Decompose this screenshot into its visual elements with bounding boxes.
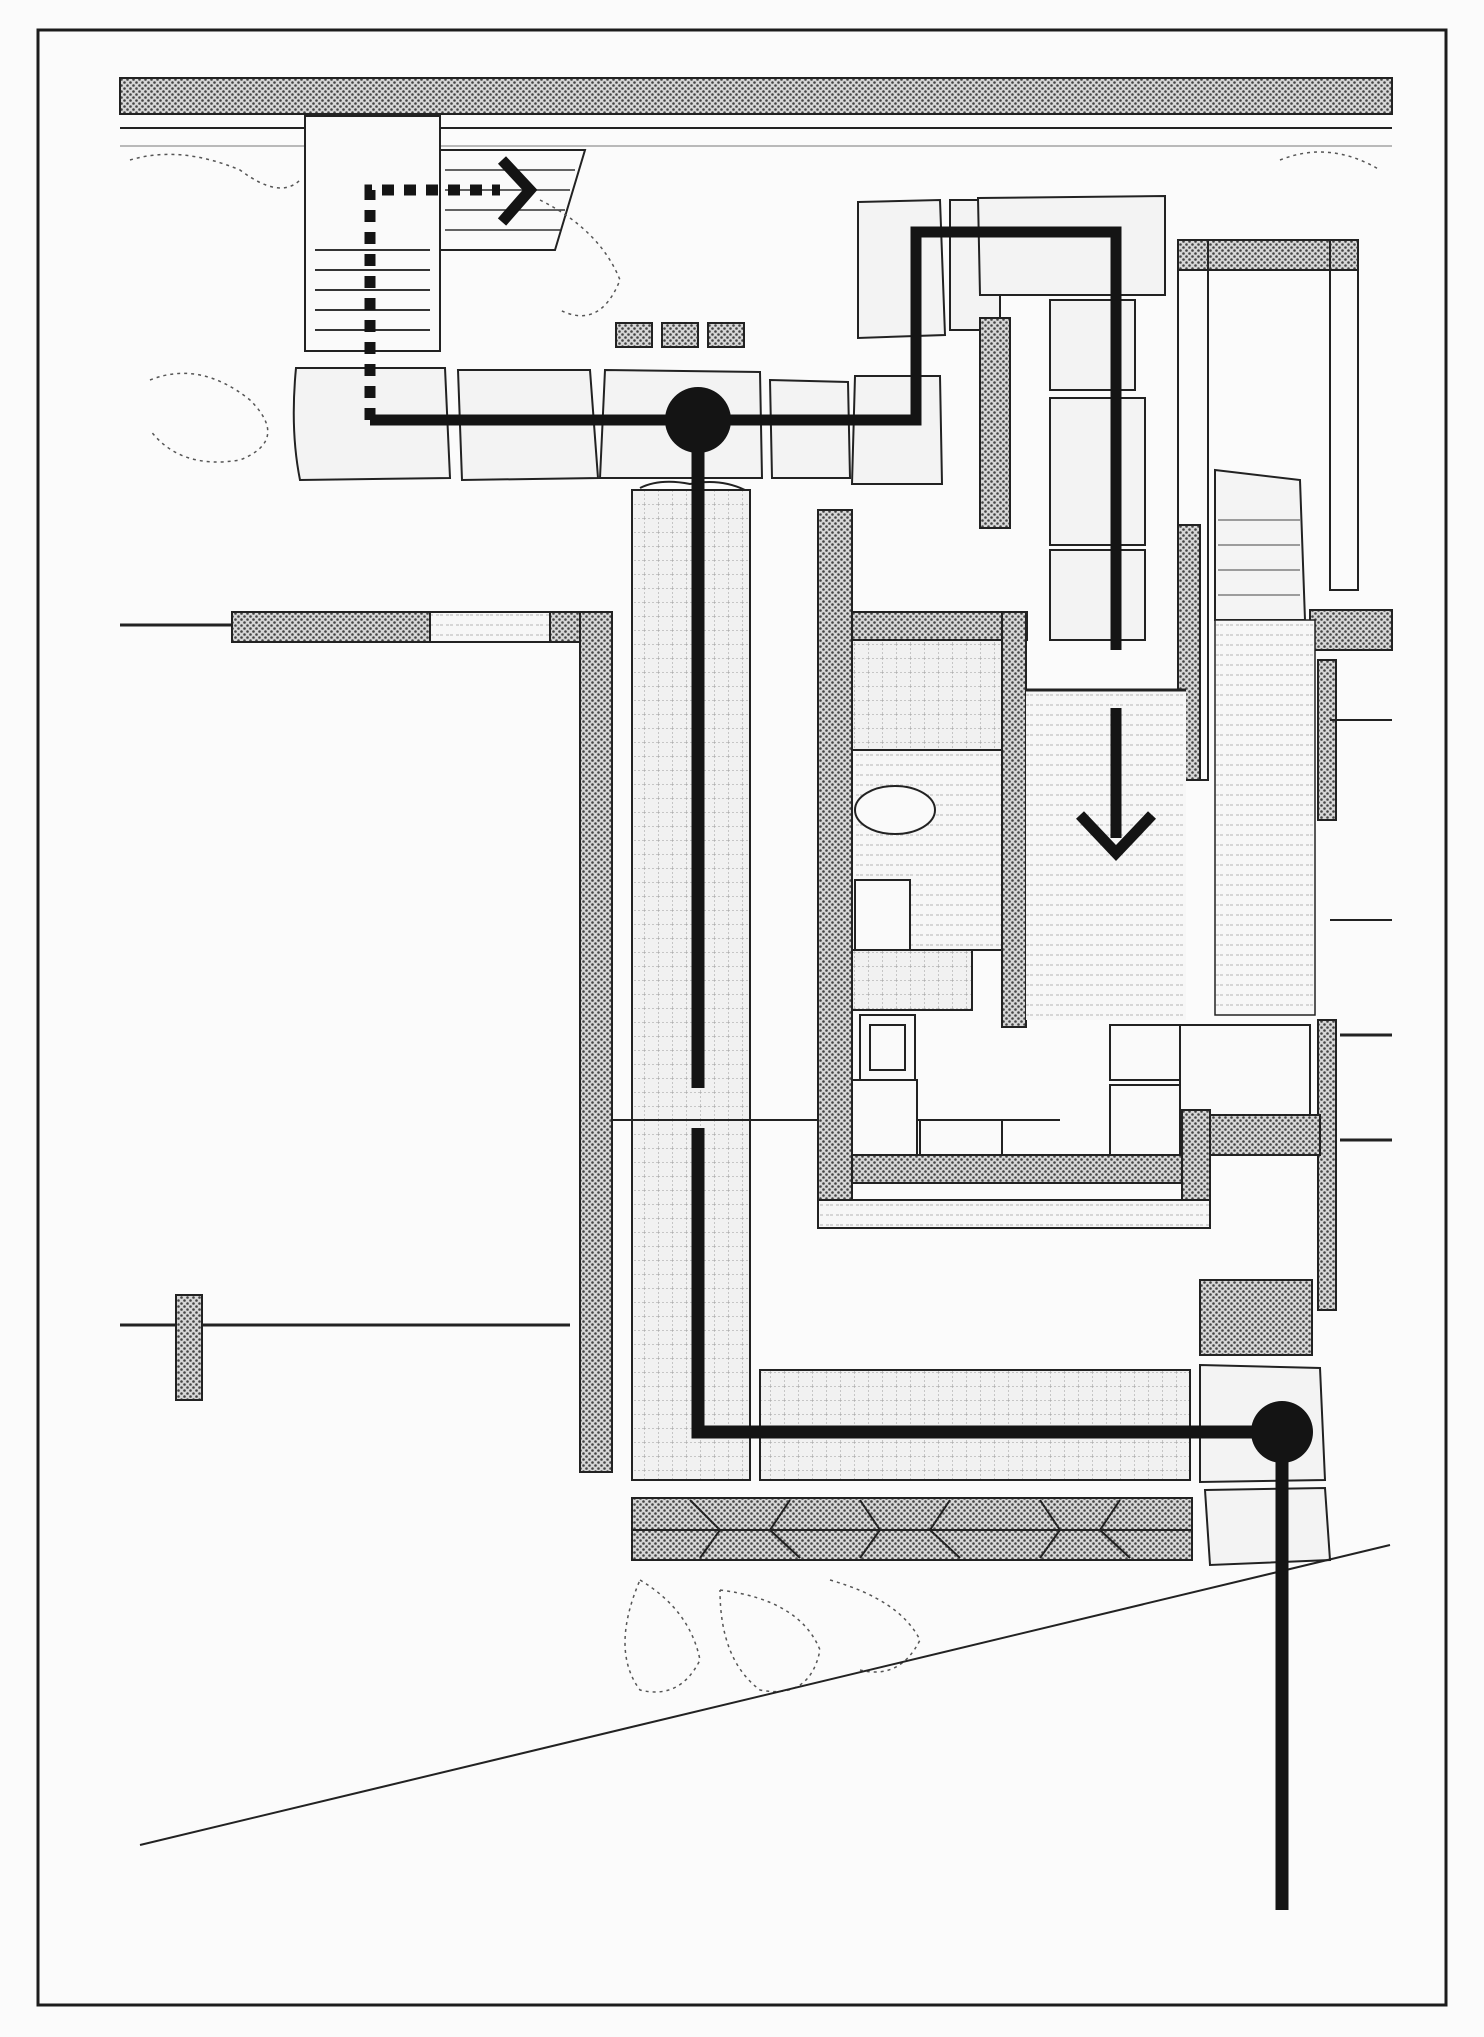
paver <box>661 322 699 348</box>
frame-border <box>36 28 1448 2007</box>
lower-stone-wall <box>631 1497 1193 1561</box>
toilet-fixture <box>854 785 936 835</box>
central-building <box>817 509 1321 1229</box>
corner-stone <box>1203 1486 1332 1567</box>
landscape-shrubs <box>129 151 1381 1693</box>
arrow-right-chevron <box>497 156 538 226</box>
paver <box>615 322 653 348</box>
upper-path-line <box>370 226 1122 650</box>
upper-stair <box>304 115 587 352</box>
right-wing <box>1177 239 1393 1311</box>
lower-terrace <box>759 1369 1191 1481</box>
corridor-path-lower <box>691 1128 1282 1439</box>
paver <box>707 322 745 348</box>
arrow-down <box>1076 811 1156 861</box>
site-boundary-line <box>139 1544 1391 1846</box>
left-room <box>120 611 613 1473</box>
corridor-stones <box>639 480 746 491</box>
node-lower <box>1251 1401 1313 1463</box>
circulation-path <box>364 156 1313 1910</box>
central-corridor <box>631 489 751 1481</box>
top-boundary-wall <box>119 77 1393 115</box>
node-upper <box>665 387 731 453</box>
stone-cluster <box>1199 1279 1313 1356</box>
planter-strip <box>979 317 1011 529</box>
entry-path-dashed <box>364 184 500 420</box>
